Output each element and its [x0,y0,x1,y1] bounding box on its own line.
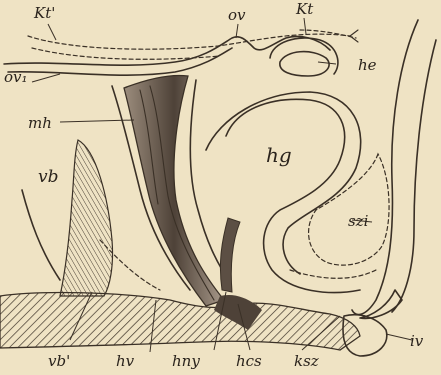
label-he: he [358,56,377,74]
label-vb-prime: vb' [48,352,70,370]
label-hny: hny [172,352,200,370]
label-hcs: hcs [236,352,262,370]
label-kt: Kt [295,0,314,18]
label-iv: iv [410,332,424,350]
hny-strip [220,218,240,292]
label-hv: hv [116,352,135,370]
ventricle-membrane [4,30,358,75]
floor-region [0,293,387,356]
label-hg: hg [266,143,292,167]
label-kt-prime: Kt' [33,4,55,22]
label-ksz: ksz [294,352,319,370]
label-szi: szi [348,212,369,230]
he-structure [270,38,338,76]
label-ov1: ov₁ [4,68,28,86]
label-ov: ov [228,6,246,24]
vb-region [22,140,160,296]
label-vb: vb [38,167,59,187]
hv-tract [112,76,230,307]
label-mh: mh [28,114,52,132]
